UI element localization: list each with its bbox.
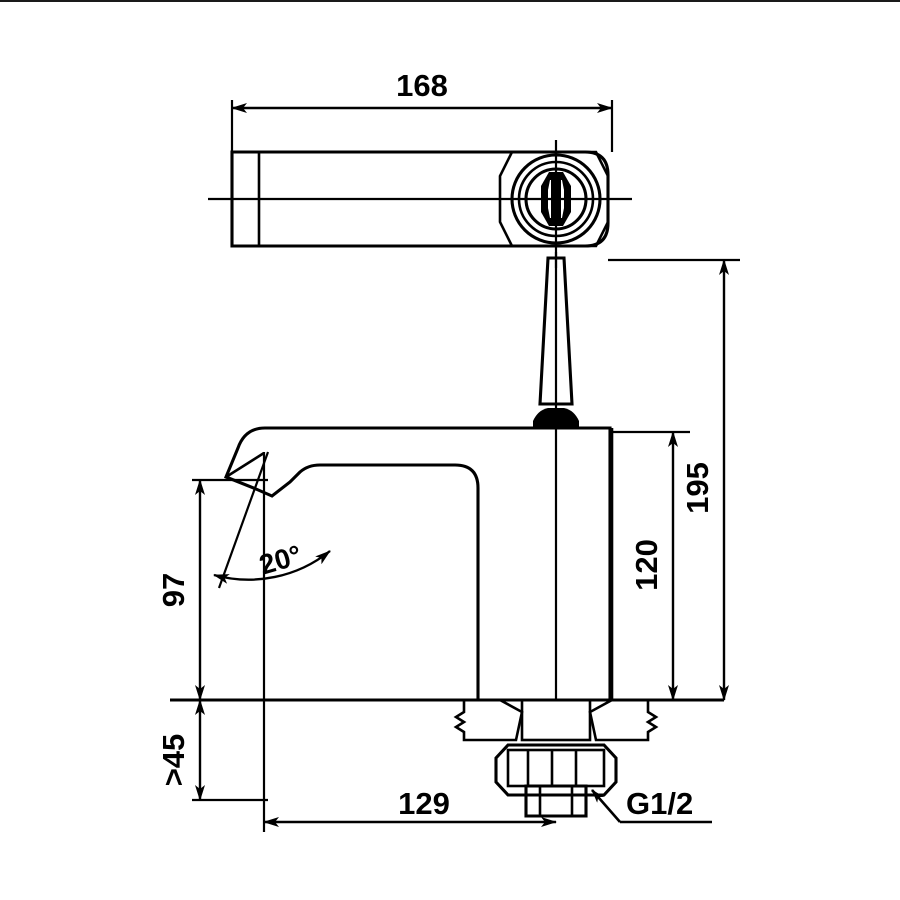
- hex-lock-nut: [494, 743, 618, 797]
- thread-callout-group: G1/2: [591, 786, 712, 824]
- dim-label-97: 97: [156, 573, 191, 607]
- faucet-body-outline: [223, 426, 612, 702]
- thread-label-g12: G1/2: [626, 786, 693, 821]
- front-elevation-group: [170, 252, 724, 818]
- angle-20-group: 20°: [213, 451, 331, 700]
- mounting-shank-upper: [520, 698, 592, 742]
- dimension-120-group: 120: [610, 430, 690, 701]
- dim-label-129: 129: [398, 786, 450, 821]
- hex-nut-face-band: [506, 748, 606, 788]
- dimension-168-group: 168: [230, 68, 614, 152]
- threaded-tailpiece: [524, 784, 588, 818]
- dimension-97-group: 97: [156, 478, 268, 701]
- dimension-45-group: >45: [156, 699, 268, 802]
- mounting-flange-left: [453, 698, 524, 742]
- dim-label-120: 120: [629, 539, 664, 591]
- dimension-195-group: 195: [608, 258, 740, 701]
- dim-label-45: >45: [156, 734, 191, 787]
- dim-label-195: 195: [680, 462, 715, 514]
- page-top-border: [0, 0, 900, 2]
- dim-label-168: 168: [396, 68, 448, 103]
- lever-base-collar: [533, 408, 579, 428]
- spout-tip-facet: [225, 451, 265, 479]
- mounting-flange-right: [588, 698, 659, 742]
- top-view-group: [208, 140, 632, 272]
- top-view-cartridge-housing: [498, 150, 610, 248]
- thread-leader-line: [591, 789, 621, 823]
- dimension-129-group: 129: [262, 700, 557, 832]
- lever-handle-outline: [538, 256, 574, 406]
- angle-arc-20: [213, 550, 331, 584]
